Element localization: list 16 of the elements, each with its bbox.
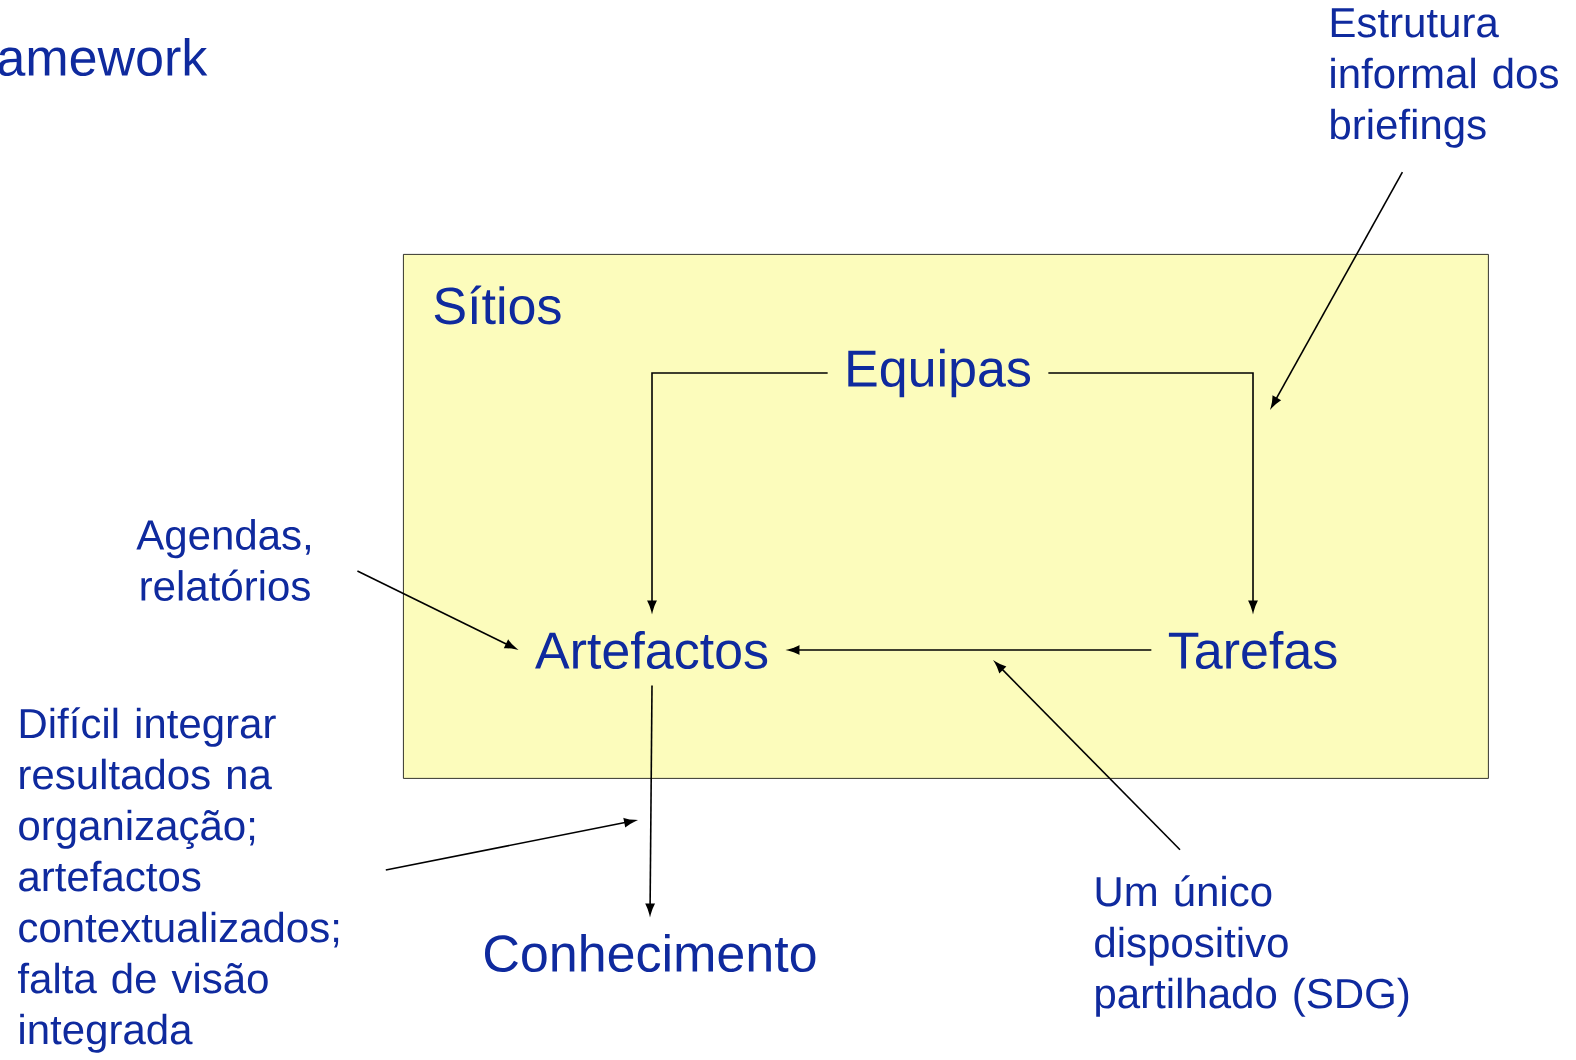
leader-line: [994, 661, 1181, 851]
arrow: [788, 645, 1153, 655]
leader-line: [385, 818, 636, 871]
annotation-text: Estrutura informal dos briefings: [1331, 8, 1558, 148]
arrow: [645, 684, 655, 915]
arrow: [647, 372, 829, 612]
leader-line: [1270, 171, 1404, 408]
annotation-text: Um único dispositivo partilhado (SDG): [1095, 875, 1409, 1017]
node-label: Equipas: [848, 348, 1031, 398]
node-label: Tarefas: [1168, 630, 1337, 670]
annotation-text: Difícil integrar resultados na organização; artefactos contextualizados; falta de visão integrada: [18, 707, 339, 1053]
arrow: [1047, 372, 1258, 612]
leader-line: [356, 570, 517, 650]
node-label: Artefactos: [535, 630, 768, 670]
annotation-text: Agendas, relatórios: [136, 519, 310, 601]
node-label: Conhecimento: [485, 933, 816, 973]
